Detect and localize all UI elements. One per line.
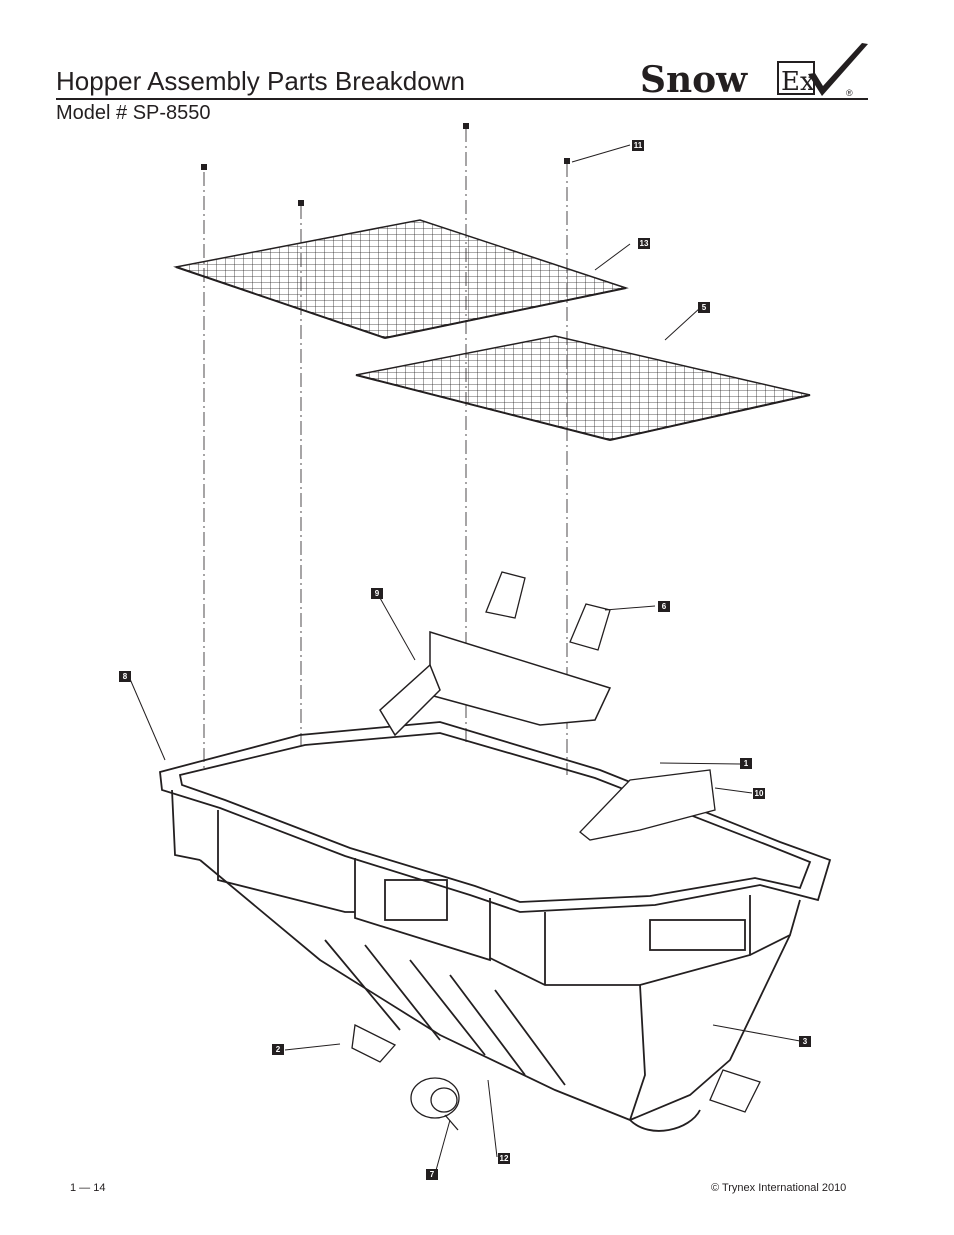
page-number: 1 — 14: [70, 1182, 106, 1194]
copyright-notice: © Trynex International 2010: [711, 1182, 847, 1194]
callout-3: 3: [799, 1036, 811, 1047]
model-number: Model # SP-8550: [56, 102, 211, 124]
top-screws: [201, 123, 570, 206]
leader-lines: [129, 144, 801, 1175]
callout-12: 12: [498, 1153, 510, 1164]
callout-8: 8: [119, 671, 131, 682]
hopper-body: [159, 721, 832, 1132]
spinner-motor-7: [410, 1077, 460, 1131]
inner-baffle-10: [579, 769, 716, 841]
logo-ex-text: Ex: [781, 67, 815, 97]
callout-6: 6: [658, 601, 670, 612]
snowex-logo: Snow Ex ®: [640, 43, 868, 100]
mounting-brackets: [351, 571, 761, 1113]
callout-13: 13: [638, 238, 650, 249]
upper-screen-grate: [173, 219, 629, 339]
title-rule: [56, 98, 868, 100]
lower-screen-grate: [355, 335, 811, 441]
callout-9: 9: [371, 588, 383, 599]
page-title: Hopper Assembly Parts Breakdown: [56, 66, 465, 96]
callout-5: 5: [698, 302, 710, 313]
checkmark-icon: [808, 43, 868, 96]
callout-2: 2: [272, 1044, 284, 1055]
logo-registered-mark: ®: [846, 88, 853, 98]
callout-7: 7: [426, 1169, 438, 1180]
logo-snow-text: Snow: [640, 59, 748, 100]
callout-11: 11: [632, 140, 644, 151]
callout-1: 1: [740, 758, 752, 769]
dash-dot-alignment-lines: [203, 128, 568, 775]
callout-10: 10: [753, 788, 765, 799]
deflector-baffle: [379, 630, 612, 737]
